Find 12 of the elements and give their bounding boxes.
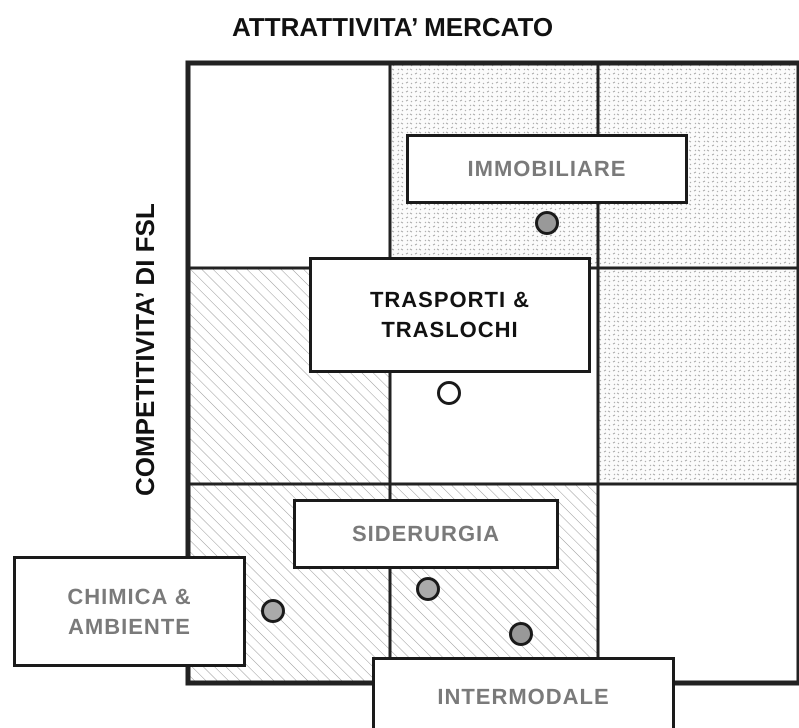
sector-label: INTERMODALE bbox=[437, 683, 610, 711]
sector-label: CHIMICA & AMBIENTE bbox=[66, 582, 193, 640]
axis-title: COMPETITIVITA’ DI FSL bbox=[130, 202, 161, 498]
label-box bbox=[309, 257, 591, 373]
label-box bbox=[13, 556, 246, 667]
label-box bbox=[372, 657, 675, 728]
label-box bbox=[406, 134, 688, 204]
sector-label: IMMOBILIARE bbox=[468, 155, 626, 183]
label-box bbox=[293, 499, 559, 569]
sector-label: TRASPORTI & TRASLOCHI bbox=[368, 286, 532, 344]
axis-title: ATTRATTIVITA’ MERCATO bbox=[232, 12, 554, 43]
sector-label: SIDERURGIA bbox=[352, 520, 500, 548]
